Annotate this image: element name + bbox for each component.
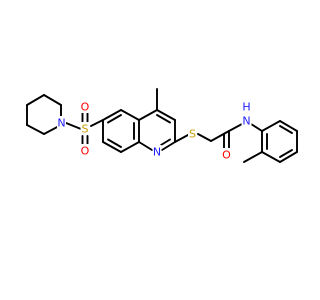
atom-n-amide: N: [242, 115, 250, 128]
atom-n-quinoline: N: [153, 146, 161, 159]
bond-c4-c3-inner: [156, 114, 171, 124]
bond-ar-inner-c: [279, 125, 293, 134]
bond-ar-inner-b: [279, 149, 293, 158]
bond-pip-2: [26, 124, 45, 135]
bond-n-aryl: [250, 123, 263, 132]
bond-c8-c7-inner: [107, 138, 122, 148]
atom-o-amide: O: [222, 149, 231, 162]
bond-c6-c5-inner: [107, 114, 122, 124]
bond-ar-3-4: [279, 151, 298, 163]
bond-c6-c5: [102, 109, 122, 121]
bond-ch2-carbonyl: [210, 130, 230, 142]
bond-c4a-c4: [138, 109, 158, 121]
bond-carbonyl-n: [228, 123, 243, 132]
atom-s-sulfonyl: S: [82, 123, 89, 136]
bond-ar-2-3: [261, 151, 281, 163]
atom-o-sulfonyl-top: O: [81, 101, 90, 114]
bond-c5-c4a: [120, 109, 140, 121]
bond-pip-4: [26, 94, 45, 106]
bonds: [26, 88, 298, 163]
bond-pip-5: [43, 94, 62, 106]
bond-ar-methyl: [243, 151, 263, 163]
bond-c4-c3: [156, 109, 176, 121]
bond-c8-c7: [102, 141, 122, 153]
bond-ar-5-6: [279, 120, 298, 132]
bond-ar-6-1: [261, 120, 281, 132]
bond-n1-c8a: [138, 141, 153, 151]
atom-labels: N S O O N S O N H: [57, 100, 252, 162]
bond-s-ch2: [197, 133, 212, 142]
atom-s-thioether: S: [189, 128, 196, 141]
molecule-structure: N S O O N S O N H: [26, 88, 298, 163]
atom-o-sulfonyl-bottom: O: [81, 145, 90, 158]
atom-n-piperidine: N: [57, 117, 65, 130]
bond-c2-s-thio: [174, 134, 189, 143]
bond-c8a-c8: [120, 141, 140, 153]
bond-c2-n1: [161, 141, 176, 151]
bond-n-s-sulfonyl: [65, 122, 82, 130]
atom-h-amide: H: [242, 101, 250, 114]
bond-c2-n1-inner: [160, 138, 171, 146]
bond-s-c6: [90, 119, 104, 127]
